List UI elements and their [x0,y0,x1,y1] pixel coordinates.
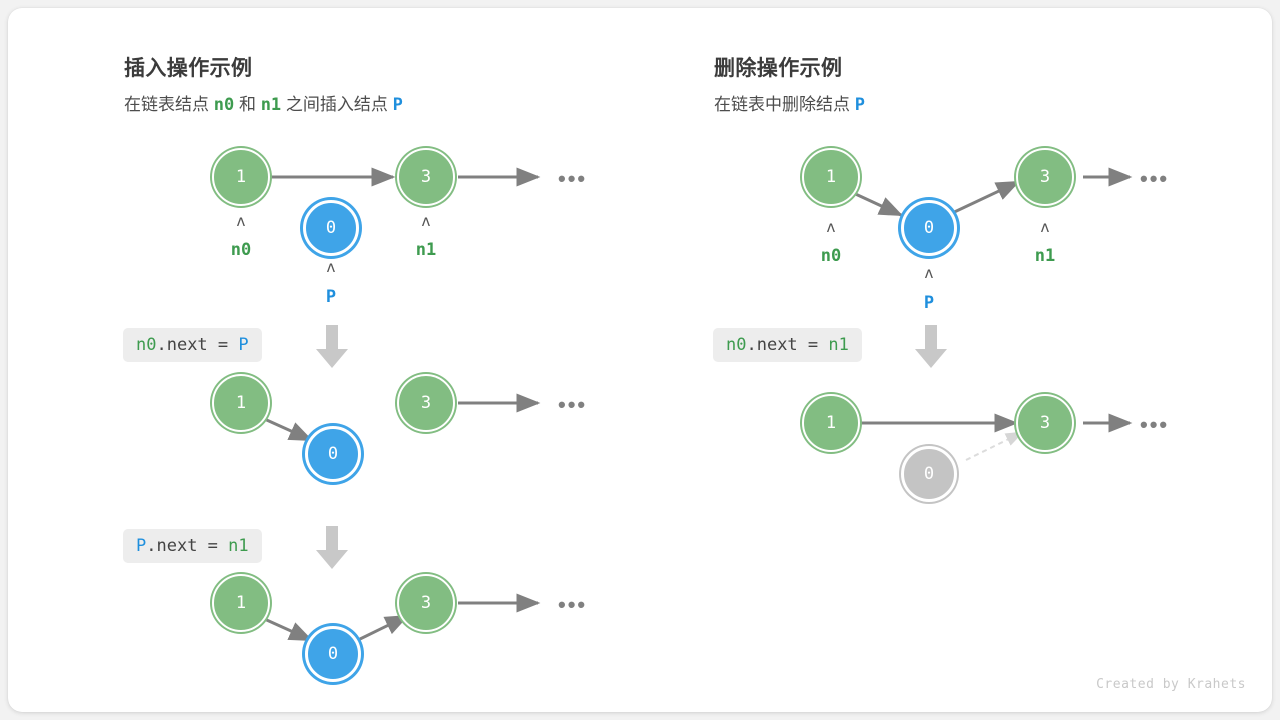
insert-subtitle-part1: 在链表结点 [124,95,209,114]
code-field: .next = [746,335,829,355]
code-field: .next = [156,335,239,355]
panel-delete: 删除操作示例 在链表中删除结点 P 1 0 3 ••• ʌ n0 ʌ P ʌ n… [598,8,1272,712]
ellipsis-dots: ••• [558,392,588,417]
code-target: n0 [726,335,747,355]
insert-subtitle-n0: n0 [213,95,235,115]
step-down-arrow-icon [316,325,348,368]
pointer-label-n1: n1 [415,240,437,260]
caret-icon: ʌ [924,264,934,282]
ellipsis-dots: ••• [558,592,588,617]
code-value: n1 [228,536,249,556]
node-value: 3 [1016,148,1074,206]
insert-subtitle-n1: n1 [260,95,282,115]
node-value: 0 [305,426,361,482]
delete-subtitle-part1: 在链表中删除结点 [714,95,850,114]
pointer-label-n0: n0 [820,246,842,266]
code-chip-insert-step1: n0.next = P [123,328,262,363]
step-down-arrow-icon [915,325,947,368]
node-value-deleted: 0 [901,446,957,502]
insert-panel-title: 插入操作示例 [124,57,253,80]
node-value: 0 [303,200,359,256]
node-value: 0 [305,626,361,682]
node-value: 3 [397,374,455,432]
insert-panel-subtitle: 在链表结点 n0 和 n1 之间插入结点 P [124,90,403,115]
node-value: 1 [212,574,270,632]
caret-icon: ʌ [1040,218,1050,236]
insert-subtitle-part3: 之间插入结点 [285,95,388,114]
delete-panel-title: 删除操作示例 [714,57,843,80]
code-value: n1 [828,335,849,355]
code-target: P [136,536,147,556]
node-value: 0 [901,200,957,256]
node-value: 3 [397,148,455,206]
code-chip-delete-step1: n0.next = n1 [713,328,862,363]
diagram-card: 插入操作示例 在链表结点 n0 和 n1 之间插入结点 P 1 0 3 ••• … [8,8,1272,712]
panel-insert: 插入操作示例 在链表结点 n0 和 n1 之间插入结点 P 1 0 3 ••• … [8,8,628,712]
pointer-label-n0: n0 [230,240,252,260]
caret-icon: ʌ [326,258,336,276]
ellipsis-dots: ••• [1140,166,1170,191]
caret-icon: ʌ [236,212,246,230]
credit-text: Created by Krahets [1096,677,1246,692]
caret-icon: ʌ [421,212,431,230]
pointer-label-p: P [325,287,337,307]
node-value: 1 [802,394,860,452]
ellipsis-dots: ••• [558,166,588,191]
insert-subtitle-part2: 和 [238,95,256,114]
pointer-label-p: P [923,293,935,313]
node-value: 1 [212,374,270,432]
node-value: 3 [1016,394,1074,452]
code-chip-insert-step2: P.next = n1 [123,529,262,564]
delete-panel-subtitle: 在链表中删除结点 P [714,90,865,115]
code-value: P [238,335,249,355]
step-down-arrow-icon [316,526,348,569]
node-value: 1 [802,148,860,206]
code-target: n0 [136,335,157,355]
pointer-label-n1: n1 [1034,246,1056,266]
ellipsis-dots: ••• [1140,412,1170,437]
code-field: .next = [146,536,229,556]
node-value: 1 [212,148,270,206]
insert-subtitle-p: P [392,95,403,115]
node-value: 3 [397,574,455,632]
caret-icon: ʌ [826,218,836,236]
delete-subtitle-p: P [854,95,865,115]
